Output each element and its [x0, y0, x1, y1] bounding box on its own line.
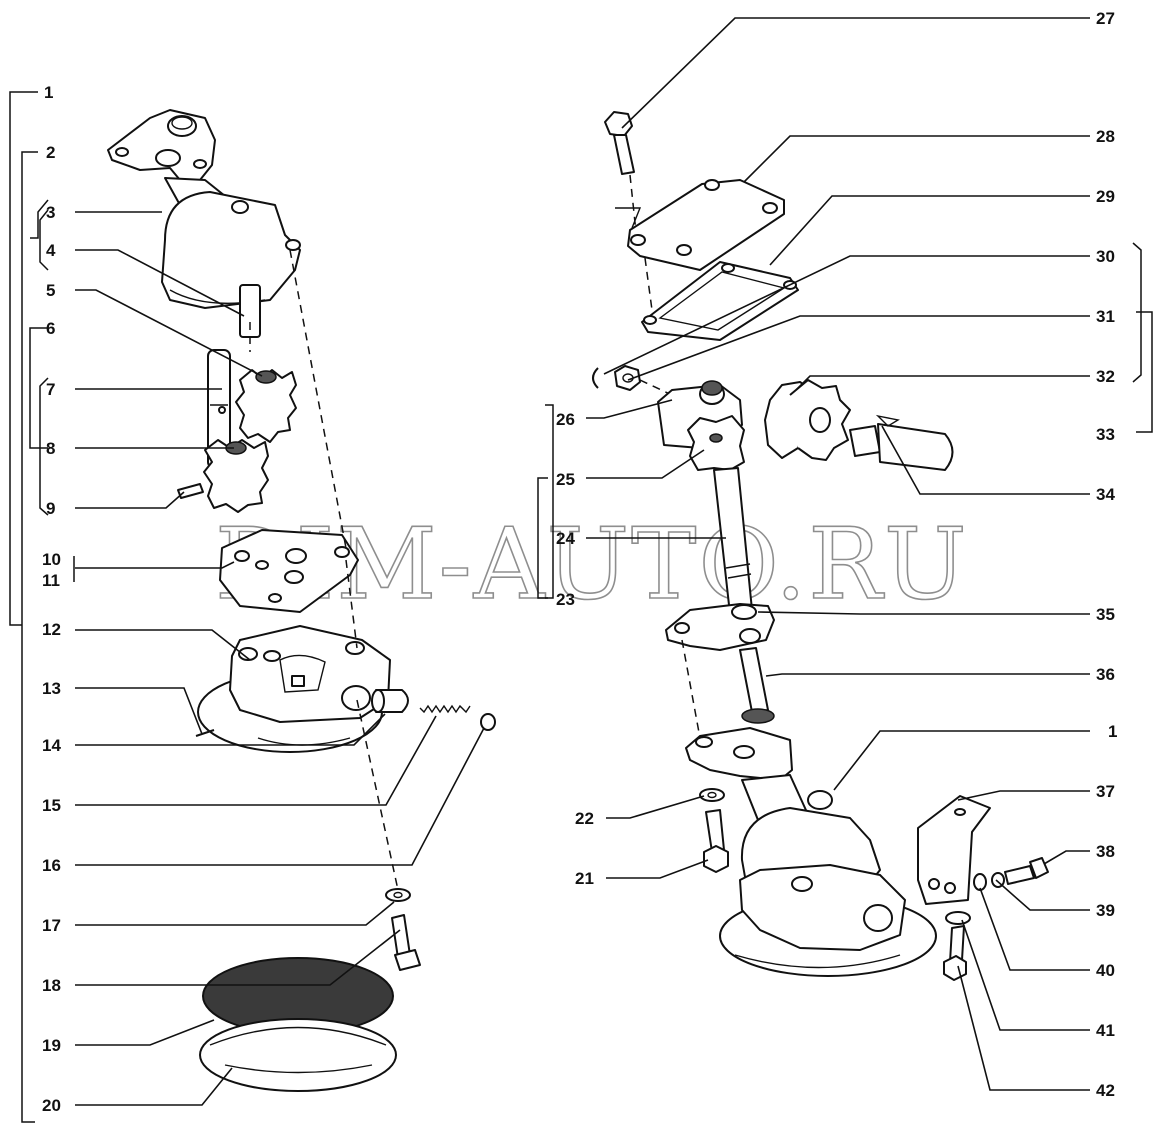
right-cover-plate [615, 179, 785, 271]
right-lower-bracket-plate [665, 603, 775, 739]
callout-26: 26 [556, 410, 575, 429]
left-pump-body [197, 625, 391, 753]
callout-19: 19 [42, 1036, 61, 1055]
right-gear-pair-33 [764, 379, 851, 461]
right-circlip-nut [592, 365, 673, 396]
callouts-left: 1 2 3 4 5 6 7 8 9 10 11 12 13 14 15 16 1… [42, 83, 61, 1115]
right-lower-shaft [739, 647, 775, 724]
callout-31: 31 [1096, 307, 1115, 326]
callout-25: 25 [556, 470, 575, 489]
callout-15: 15 [42, 796, 61, 815]
left-drive-gear [235, 369, 297, 443]
callout-1: 1 [44, 83, 53, 102]
callout-33: 33 [1096, 425, 1115, 444]
callout-42: 42 [1096, 1081, 1115, 1100]
callout-4: 4 [46, 241, 56, 260]
left-pump-cover-part [107, 109, 301, 338]
left-gasket-plate [219, 529, 359, 613]
callout-36: 36 [1096, 665, 1115, 684]
callout-7: 7 [46, 380, 55, 399]
left-brackets [9, 91, 1153, 1123]
callout-20: 20 [42, 1096, 61, 1115]
callout-23: 23 [556, 590, 575, 609]
callout-37: 37 [1096, 782, 1115, 801]
callout-6: 6 [46, 319, 55, 338]
callout-24: 24 [556, 529, 575, 548]
right-driven-gear-unit [657, 380, 745, 471]
callout-41: 41 [1096, 1021, 1115, 1040]
callout-27: 27 [1096, 9, 1115, 28]
callout-9: 9 [46, 499, 55, 518]
left-valve-parts [195, 689, 496, 737]
callout-21: 21 [575, 869, 594, 888]
callout-28: 28 [1096, 127, 1115, 146]
right-spring-valve [849, 414, 954, 471]
callout-38: 38 [1096, 842, 1115, 861]
callout-5: 5 [46, 281, 55, 300]
callout-3: 3 [46, 203, 55, 222]
callouts-center: 26 25 24 23 22 21 [556, 410, 594, 888]
left-washer-bolt [385, 888, 421, 971]
callout-14: 14 [42, 736, 61, 755]
callout-17: 17 [42, 916, 61, 935]
callout-29: 29 [1096, 187, 1115, 206]
right-gasket [641, 257, 799, 341]
left-strainer-screen [199, 957, 397, 1092]
right-bolt-top [604, 111, 637, 233]
callout-34: 34 [1096, 485, 1115, 504]
callout-22: 22 [575, 809, 594, 828]
left-alignment-lines [249, 249, 399, 891]
callout-1-right: 1 [1108, 722, 1117, 741]
callout-32: 32 [1096, 367, 1115, 386]
leader-lines [75, 17, 1090, 1106]
right-mount-bracket [917, 795, 991, 905]
callout-39: 39 [1096, 901, 1115, 920]
callout-12: 12 [42, 620, 61, 639]
right-pump-assembly [685, 727, 937, 977]
callout-2: 2 [46, 143, 55, 162]
callout-11: 11 [42, 571, 60, 590]
callout-18: 18 [42, 976, 61, 995]
callout-30: 30 [1096, 247, 1115, 266]
callout-35: 35 [1096, 605, 1115, 624]
right-washer-bolt-22-21 [699, 788, 729, 873]
callout-8: 8 [46, 439, 55, 458]
callout-40: 40 [1096, 961, 1115, 980]
callout-13: 13 [42, 679, 61, 698]
left-pin [177, 483, 204, 499]
callouts-right: 27 28 29 30 31 32 33 34 35 36 1 37 38 39… [1096, 9, 1117, 1100]
callout-10: 10 [42, 550, 61, 569]
left-driven-gear [203, 439, 269, 513]
callout-16: 16 [42, 856, 61, 875]
